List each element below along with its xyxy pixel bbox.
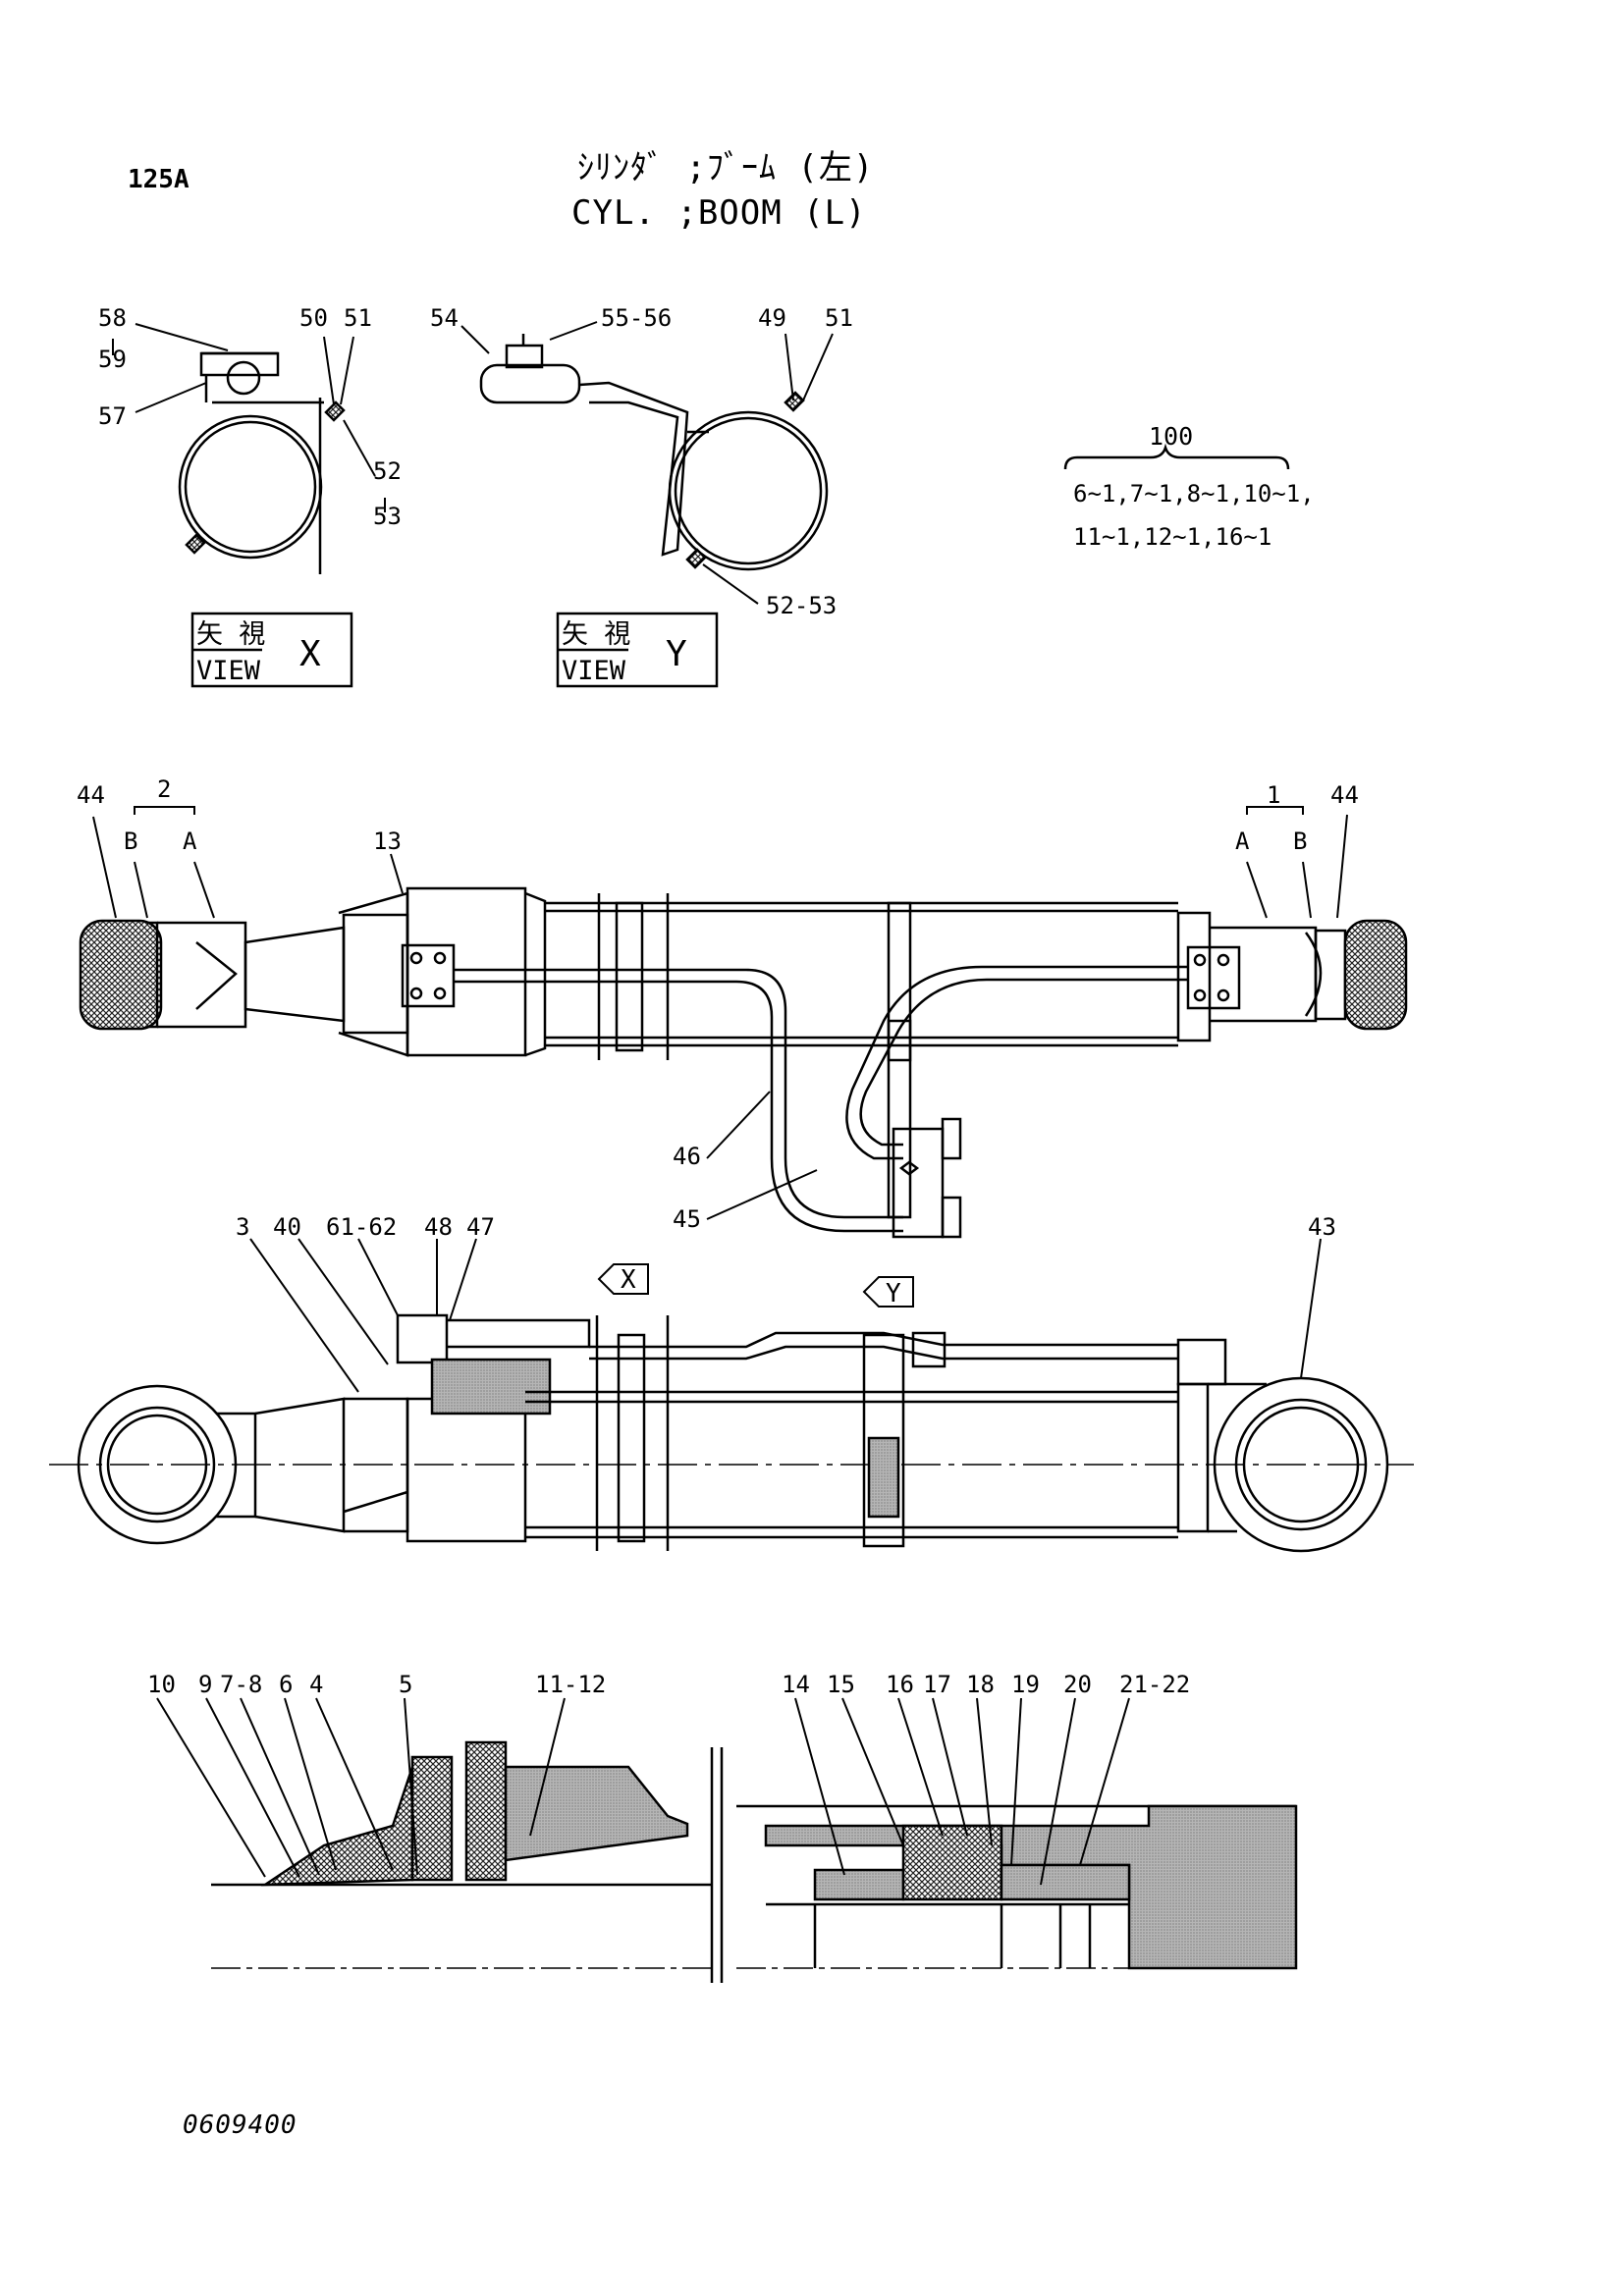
callout-47: 47 [466,1213,495,1241]
view-x-kanji: 矢 視 [196,619,265,650]
detail-right-section [736,1804,1298,1970]
callout-7-8: 7-8 [220,1671,262,1698]
callout-1: 1 [1267,781,1280,809]
view-y-arrow [862,1276,914,1308]
callout-51: 51 [344,304,372,332]
callout-51-y: 51 [825,304,853,332]
callout-16: 16 [886,1671,914,1698]
callout-49: 49 [758,304,786,332]
callout-labels: 58 59 57 50 51 52 53 54 55-56 49 51 52-5… [77,304,1359,1698]
detail-left-leaders [156,1697,566,1878]
callout-9: 9 [198,1671,212,1698]
callout-11-12: 11-12 [535,1671,606,1698]
callout-B-right: B [1293,828,1307,855]
callout-6: 6 [279,1671,293,1698]
view-x-clamp-drawing [178,351,346,574]
callout-52-53: 52-53 [766,592,837,619]
callout-10: 10 [147,1671,176,1698]
callout-B-left: B [124,828,137,855]
view-x-letter: X [299,634,321,674]
view-y-text: VIEW [562,656,626,686]
callout-3: 3 [236,1213,249,1241]
detail-left-section [211,1740,724,1983]
callout-19: 19 [1011,1671,1040,1698]
callout-20: 20 [1063,1671,1092,1698]
callout-18: 18 [966,1671,995,1698]
view-x-text: VIEW [196,656,261,686]
callout-61-62: 61-62 [326,1213,397,1241]
kit-contents-line1: 6~1,7~1,8~1,10~1, [1073,480,1315,507]
view-y-arrow-letter: Y [886,1279,901,1308]
callout-52: 52 [373,457,402,485]
callout-A-right: A [1235,828,1250,855]
callout-44-left: 44 [77,781,105,809]
callout-46: 46 [673,1143,701,1170]
callout-4: 4 [309,1671,323,1698]
view-y-letter: Y [666,634,687,674]
callout-55-56: 55-56 [601,304,672,332]
callout-59: 59 [98,346,127,373]
callout-53: 53 [373,503,402,530]
callout-2: 2 [157,775,171,803]
view-y-kanji: 矢 視 [562,619,630,650]
callout-48: 48 [424,1213,453,1241]
kit-number: 100 [1149,422,1194,451]
callout-5: 5 [399,1671,412,1698]
document-id: 0609400 [183,2110,298,2140]
page-code: 125A [128,165,189,194]
callout-13: 13 [373,828,402,855]
callout-43: 43 [1308,1213,1336,1241]
detail-right-leaders [794,1697,1130,1886]
callout-45: 45 [673,1205,701,1233]
side-view-cylinder [49,1313,1414,1553]
view-y-label-box [556,612,719,688]
view-x-label-box [190,612,353,688]
view-y-clamp-drawing [479,334,829,571]
callout-44-right: 44 [1330,781,1359,809]
callout-58: 58 [98,304,127,332]
view-x-leaders [112,323,386,512]
top-view-leaders [92,806,1348,1220]
callout-21-22: 21-22 [1119,1671,1190,1698]
side-view-leaders [249,1238,1322,1393]
title-english: CYL. ;BOOM (L) [571,193,867,233]
callout-15: 15 [827,1671,855,1698]
kit-brace [1063,443,1290,470]
callout-57: 57 [98,402,127,430]
top-view-cylinder [79,886,1408,1239]
kit-contents-line2: 11~1,12~1,16~1 [1073,523,1272,551]
view-x-arrow-letter: X [621,1265,636,1295]
callout-40: 40 [273,1213,301,1241]
view-x-arrow [597,1263,649,1295]
view-y-leaders [460,321,834,605]
callout-50: 50 [299,304,328,332]
callout-14: 14 [782,1671,810,1698]
callout-54: 54 [430,304,459,332]
title-japanese: ｼﾘﾝﾀﾞ ;ﾌﾞｰﾑ (左) [577,148,875,187]
callout-17: 17 [923,1671,951,1698]
callout-A-left: A [183,828,197,855]
